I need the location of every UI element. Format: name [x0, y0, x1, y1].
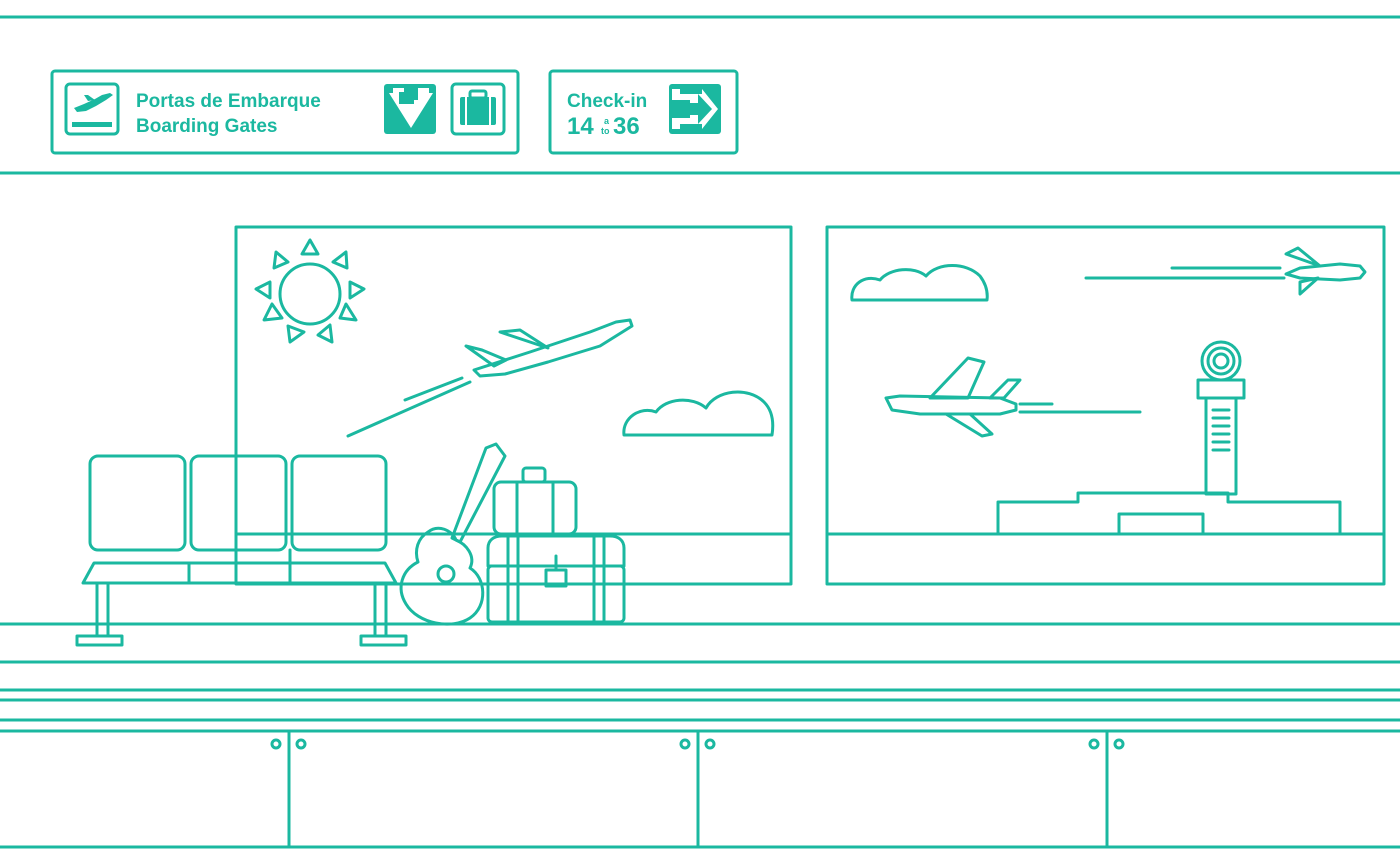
departing-airplane-icon: [64, 82, 120, 136]
right-window: [825, 225, 1386, 586]
cloud-icon: [850, 264, 989, 302]
airplane-takeoff-icon: [346, 318, 634, 438]
counter-doors: [270, 729, 1125, 849]
baggage-icon: [450, 82, 506, 136]
cloud-icon: [622, 390, 775, 437]
checkin-range-sep-bottom: to: [601, 126, 610, 136]
luggage-stack: [486, 466, 626, 624]
checkin-sign: Check-in 14 a to 36: [548, 69, 739, 155]
checkin-range-start: 14: [567, 113, 594, 140]
waiting-bench: [75, 454, 408, 647]
checkin-title: Check-in: [567, 91, 647, 112]
checkin-range-end: 36: [613, 113, 640, 140]
guitar-icon: [399, 442, 507, 626]
sun-icon: [254, 238, 366, 344]
boarding-sign-title-en: Boarding Gates: [136, 116, 277, 137]
airplane-icon: [884, 356, 1142, 438]
boarding-gates-sign: Portas de Embarque Boarding Gates: [50, 69, 520, 155]
checkin-range-sep-top: a: [604, 116, 610, 126]
left-window: [234, 225, 793, 586]
terminal-building: [996, 491, 1342, 536]
airplane-icon: [1084, 246, 1367, 296]
boarding-sign-title-pt: Portas de Embarque: [136, 91, 321, 112]
arrow-right-icon: [669, 84, 721, 134]
control-tower: [1196, 340, 1246, 496]
arrow-down-icon: [384, 84, 436, 134]
